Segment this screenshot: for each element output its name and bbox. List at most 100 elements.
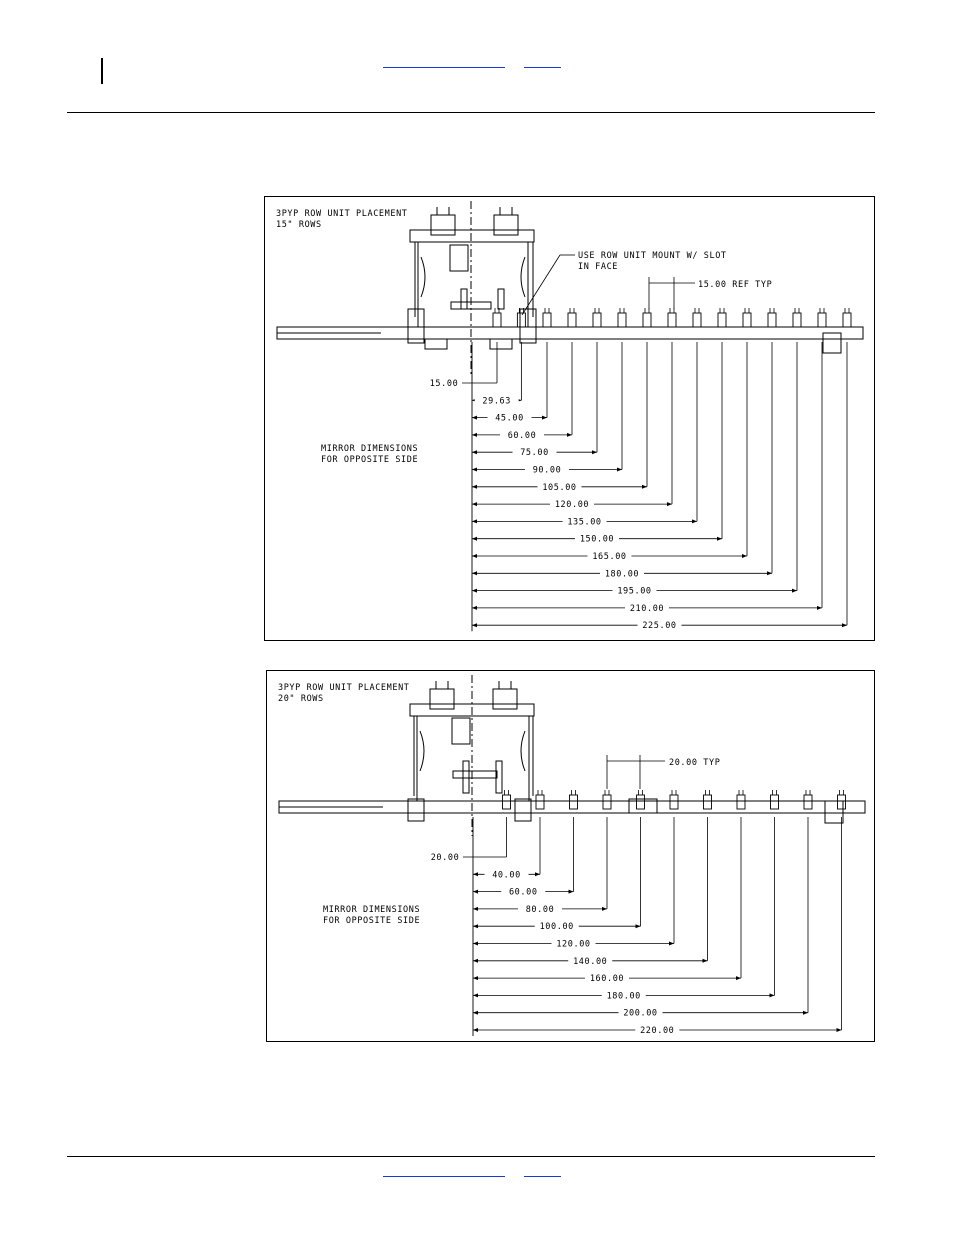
row-unit [792,308,802,328]
mirror-text-2: FOR OPPOSITE SIDE [323,916,420,926]
diagram-20in-rows: 3PYP ROW UNIT PLACEMENT 20" ROWS 20.00 T… [266,670,875,1042]
row-unit [492,308,502,328]
dimension-label: 100.00 [540,922,574,932]
mirror-text-2: FOR OPPOSITE SIDE [321,455,418,465]
dimension-arrow [472,467,477,472]
planter-frame [276,201,864,377]
row-units [502,790,846,810]
dimension-label: 195.00 [617,587,651,597]
ref-label: 20.00 TYP [669,758,720,768]
planter-frame [278,675,866,836]
dimension-arrow [473,958,478,963]
dimension-label: 160.00 [590,974,624,984]
dimension-arrow [535,872,540,877]
dimension-arrow [473,976,478,981]
dimension-arrow [472,588,477,593]
dimension-arrow [667,502,672,507]
row-unit [569,790,578,810]
row-unit [502,790,511,810]
dimension-arrow [542,415,547,420]
footer-link-1[interactable] [383,1176,505,1177]
dimension-arrow [472,450,477,455]
row-unit [803,790,813,810]
row-unit [636,790,645,810]
header-margin-bar [101,58,103,84]
dimension-label: 165.00 [592,552,626,562]
dimension-label: 225.00 [642,621,676,631]
footer-link-2[interactable] [524,1176,561,1177]
dimension-arrow [473,924,478,929]
dimension-label: 120.00 [555,500,589,510]
row-unit [703,790,712,810]
row-unit [767,308,777,328]
dimension-label: 105.00 [542,483,576,493]
dimension-label: 29.63 [482,396,511,406]
dimension-arrow [736,976,741,981]
dimension-arrow [635,924,641,929]
dimension-label: 20.00 [431,853,460,863]
dimension-arrow [692,519,697,524]
callout-text-1: USE ROW UNIT MOUNT W/ SLOT [578,251,727,261]
dimension-label: 140.00 [573,957,607,967]
dimension-arrow [472,502,477,507]
dimension-label: 135.00 [567,517,601,527]
row-unit [542,308,552,328]
dimension-label: 180.00 [607,991,641,1001]
row-unit [592,308,602,328]
dimension-arrow [602,906,607,911]
row-unit [567,308,577,328]
dimension-arrow [473,1028,478,1032]
dimension-arrow [817,605,822,610]
dimension-label: 80.00 [526,905,555,915]
dimension-arrow [717,536,722,541]
diagram-15in-rows: 3PYP ROW UNIT PLACEMENT 15" ROWS USE ROW… [264,196,875,641]
diagram-subtitle: 20" ROWS [278,694,324,704]
dimension-lines: 20.0040.0060.0080.00100.00120.00140.0016… [431,817,842,1036]
dimension-label: 150.00 [580,535,614,545]
row-unit [692,308,702,328]
dimension-arrow [803,1010,808,1015]
dimension-arrow [836,1028,842,1032]
diagram-20in-rows-drawing: 3PYP ROW UNIT PLACEMENT 20" ROWS 20.00 T… [278,675,866,1036]
callout-text-2: IN FACE [578,262,618,272]
row-units [492,308,852,328]
row-unit [717,308,727,328]
dimension-lines: 15.0029.6345.0060.0075.0090.00105.00120.… [430,342,848,632]
dimension-label: 75.00 [520,448,549,458]
dimension-arrow [473,872,478,877]
dimension-arrow [742,554,747,558]
mirror-text-1: MIRROR DIMENSIONS [323,905,420,915]
dimension-arrow [472,605,477,610]
dimension-arrow [769,993,775,998]
dimension-arrow [472,519,477,524]
header-link-1[interactable] [383,67,505,68]
dimension-label: 210.00 [630,604,664,614]
row-unit [667,308,677,328]
diagram-subtitle: 15" ROWS [276,220,322,230]
row-unit [770,790,779,810]
dimension-arrow [568,889,574,894]
dimension-arrow [473,889,478,894]
diagram-title: 3PYP ROW UNIT PLACEMENT [276,209,408,219]
dimension-label: 120.00 [556,940,590,950]
row-unit [642,308,652,328]
dimension-label: 45.00 [495,414,524,424]
row-unit [617,308,627,328]
row-unit [516,308,526,328]
dimension-label: 60.00 [509,888,538,898]
dimension-label: 15.00 [430,379,459,389]
dimension-label: 90.00 [533,466,562,476]
dimension-arrow [567,432,572,437]
dimension-arrow [792,588,797,593]
dimension-arrow [472,536,477,541]
dimension-label: 200.00 [623,1009,657,1019]
dimension-arrow [472,554,477,558]
header-rule [67,112,875,113]
dimension-arrow [472,484,477,489]
dimension-label: 180.00 [605,569,639,579]
ref-label: 15.00 REF TYP [698,280,772,290]
dimension-arrow [472,623,477,628]
dimension-arrow [767,571,772,576]
header-link-2[interactable] [524,67,561,68]
row-unit [669,790,679,810]
